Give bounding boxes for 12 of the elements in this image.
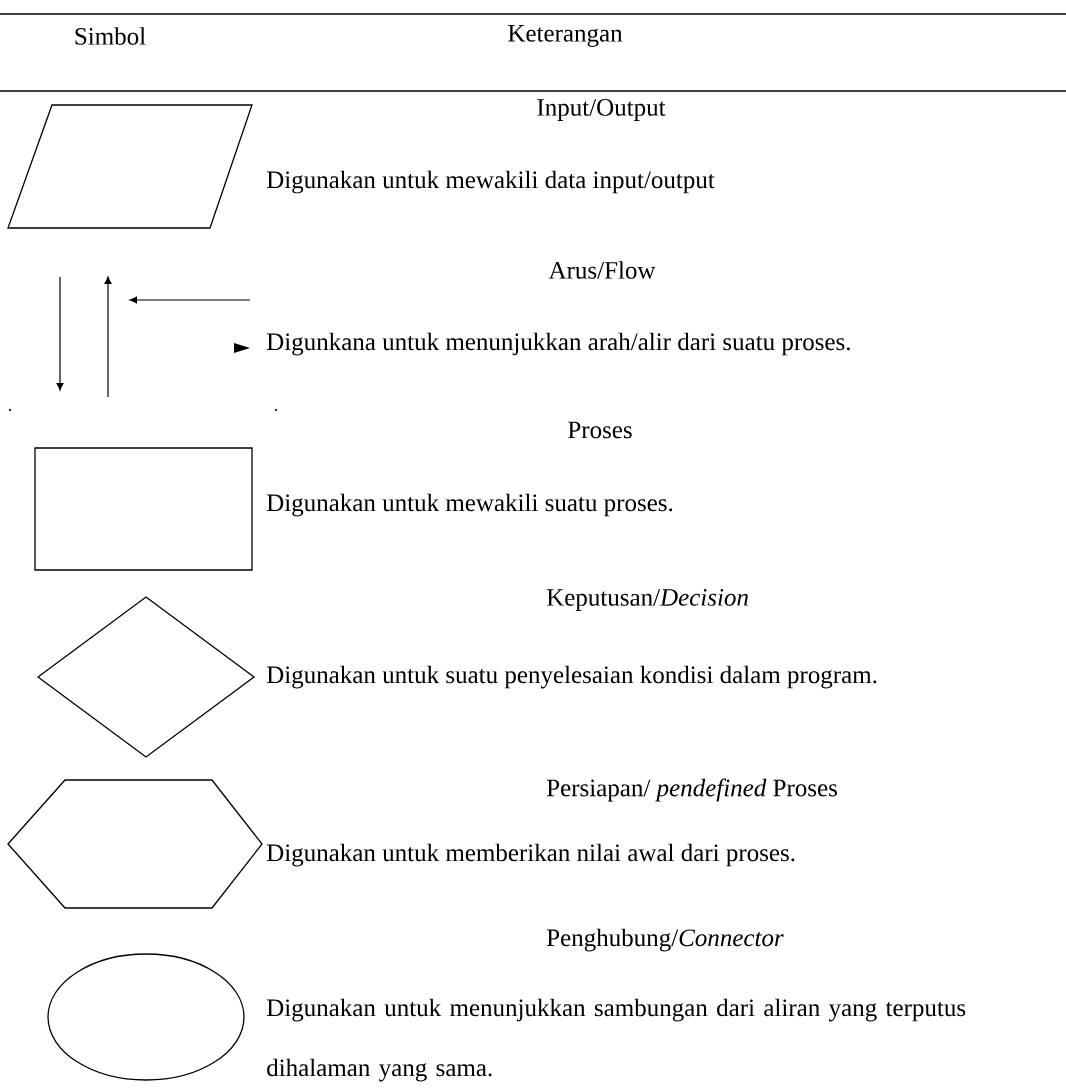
hexagon-symbol — [7, 779, 263, 909]
symbol-name: Penghubung/Connector — [546, 928, 784, 952]
symbol-name: Input/Output — [537, 99, 666, 121]
symbol-name: Proses — [568, 421, 632, 439]
parallelogram-symbol — [7, 104, 253, 229]
symbol-name: Arus/Flow — [548, 261, 656, 279]
symbol-name: Persiapan/ pendefined Proses — [546, 778, 837, 802]
column-header: Keterangan — [508, 25, 623, 47]
symbol-name: Keputusan/Decision — [546, 589, 748, 611]
box-symbol — [34, 447, 253, 571]
symbol-description: Digunkana untuk menunjukkan arah/alir dari suatu proses. — [266, 332, 850, 356]
ellipse-symbol — [47, 953, 245, 1081]
